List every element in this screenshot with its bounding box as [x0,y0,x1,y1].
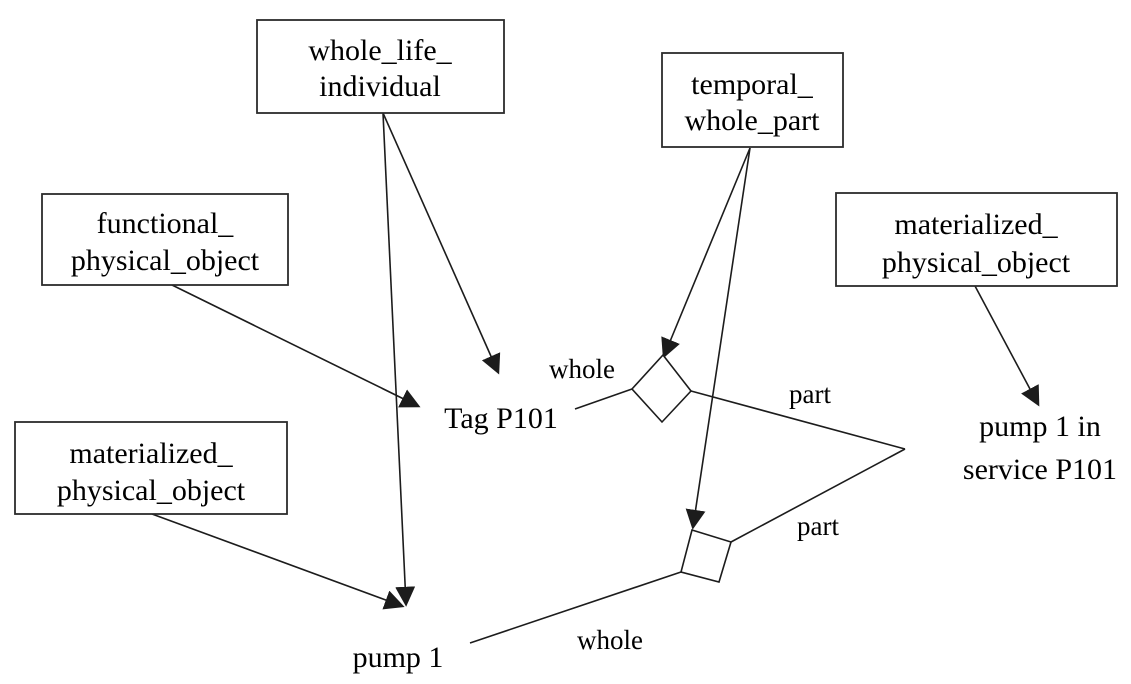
node-label-pump-in-service-line1: pump 1 in [979,410,1101,443]
class-box-label-line2: physical_object [57,474,246,507]
class-box-materialized-physical-object-right: materialized_ physical_object [835,192,1118,287]
arrow-temporal-to-diamond-1 [661,147,751,359]
arrow-temporal-to-diamond-2 [685,147,751,530]
class-box-label-line2: physical_object [71,244,260,277]
class-box-label-line2: physical_object [882,246,1071,279]
class-box-rect [14,421,288,515]
class-box-label-line1: materialized_ [69,437,233,470]
class-box-rect [41,193,289,286]
class-box-label-line2: individual [319,70,441,103]
edge-diamond-2-to-pump-1 [469,571,682,644]
edge-label-part-bottom: part [797,511,839,541]
arrow-whole-life-to-tag-p101 [382,112,501,375]
class-box-temporal-whole-part: temporal_ whole_part [661,52,844,148]
arrow-whole-life-to-pump-1 [382,112,416,607]
node-label-tag-p101: Tag P101 [444,402,558,435]
class-box-rect [256,19,505,114]
class-box-label-line1: temporal_ [691,68,814,101]
edge-label-part-top: part [789,379,831,409]
arrow-functional-to-tag-p101 [171,284,421,408]
arrow-materialized-right-to-pump-in-service [974,285,1040,407]
class-box-whole-life-individual: whole_life_ individual [256,19,505,114]
edge-label-whole-top: whole [549,354,615,384]
edge-diamond-1-to-pump-in-service [690,390,906,450]
edge-diamond-2-to-pump-in-service [730,448,906,543]
class-box-label-line1: functional_ [97,207,235,240]
node-label-pump-in-service: pump 1 in service P101 [963,410,1117,486]
class-box-rect [661,52,844,148]
class-box-label-line2: whole_part [685,104,821,137]
aggregation-diamond-2 [680,528,732,583]
class-box-materialized-physical-object-left: materialized_ physical_object [14,421,288,515]
edge-tag-p101-to-diamond-1 [574,388,633,410]
arrow-materialized-left-to-pump-1 [151,513,405,610]
class-box-label-line1: materialized_ [894,208,1058,241]
aggregation-diamond-1 [630,353,693,424]
edge-label-whole-bottom: whole [577,625,643,655]
class-box-functional-physical-object: functional_ physical_object [41,193,289,286]
class-box-label-line1: whole_life_ [308,34,452,67]
node-label-pump-1: pump 1 [353,641,444,674]
class-box-rect [835,192,1118,287]
node-label-pump-in-service-line2: service P101 [963,453,1117,486]
